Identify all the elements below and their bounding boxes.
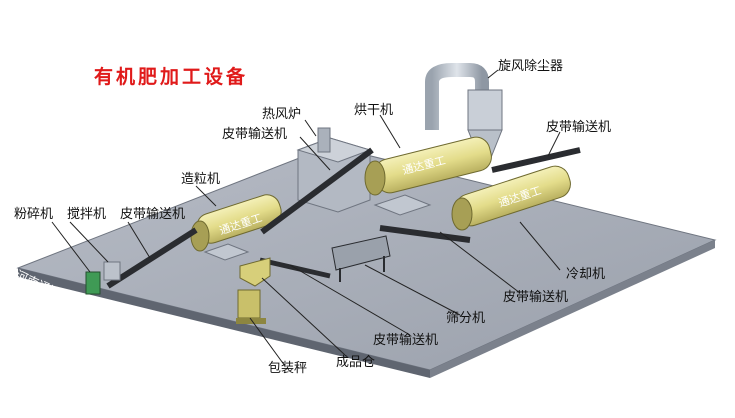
label-cyclone: 旋风除尘器 — [498, 59, 564, 74]
label-product-bin: 成品仓 — [336, 355, 376, 370]
label-belt-conveyor-d: 皮带输送机 — [503, 290, 569, 305]
label-belt-conveyor-c: 皮带输送机 — [120, 207, 186, 222]
belt-conveyors — [106, 147, 581, 289]
granulator-drum: 通达重工 — [190, 194, 282, 261]
label-packing-scale: 包装秤 — [268, 361, 308, 376]
label-mixer: 搅拌机 — [67, 207, 107, 222]
mixer — [103, 261, 121, 281]
leader-lines — [51, 69, 561, 367]
label-belt-conveyor-a: 皮带输送机 — [222, 127, 288, 142]
diagram-title: 有机肥加工设备 — [94, 66, 249, 88]
label-belt-conveyor-e: 皮带输送机 — [373, 333, 439, 348]
label-hot-air-furnace: 热风炉 — [262, 107, 302, 122]
packing-scale — [236, 289, 266, 324]
crusher — [85, 271, 101, 295]
label-dryer: 烘干机 — [354, 103, 394, 118]
dryer-drum: 通达重工 — [364, 136, 492, 216]
label-cooler: 冷却机 — [566, 267, 606, 282]
label-granulator: 造粒机 — [181, 172, 221, 187]
label-crusher: 粉碎机 — [14, 207, 54, 222]
cooler-drum: 通达重工 — [451, 165, 571, 231]
label-belt-conveyor-b: 皮带输送机 — [546, 120, 612, 135]
screener — [331, 235, 391, 282]
label-screener: 筛分机 — [446, 311, 486, 326]
